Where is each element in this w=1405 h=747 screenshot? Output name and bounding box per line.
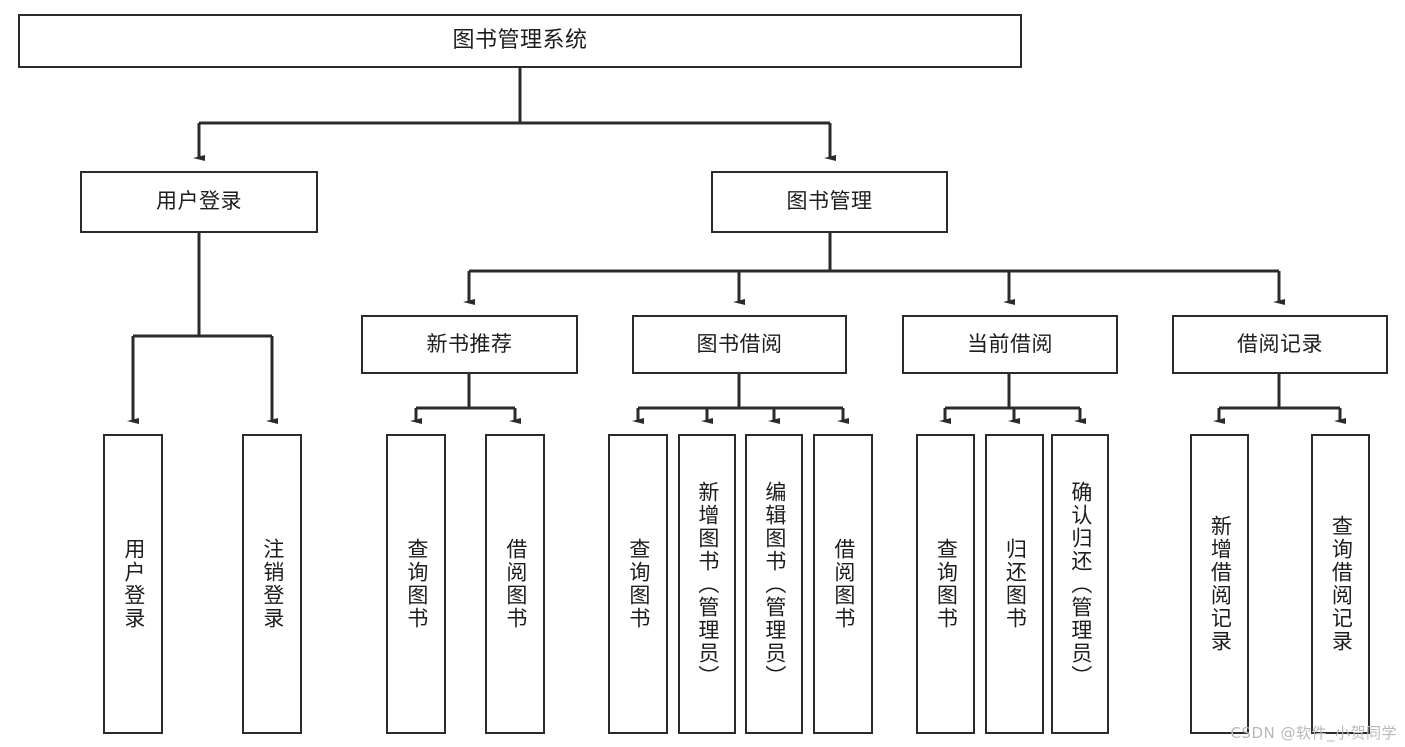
node-new-book-recommend[interactable]: 新书推荐 — [361, 315, 578, 374]
node-label: 借阅图书 — [831, 538, 856, 630]
node-leaf-query-book-recommend[interactable]: 查询图书 — [386, 434, 446, 734]
node-book-manage[interactable]: 图书管理 — [711, 171, 948, 233]
node-leaf-borrow-book-recommend[interactable]: 借阅图书 — [485, 434, 545, 734]
node-leaf-query-borrow-record[interactable]: 查询借阅记录 — [1311, 434, 1370, 734]
node-leaf-add-borrow-record[interactable]: 新增借阅记录 — [1190, 434, 1249, 734]
node-label: 确认归还（管理员） — [1068, 480, 1093, 688]
node-leaf-add-book-admin[interactable]: 新增图书（管理员） — [678, 434, 736, 734]
node-label: 图书借阅 — [696, 331, 783, 356]
node-leaf-confirm-return-admin[interactable]: 确认归还（管理员） — [1051, 434, 1109, 734]
node-label: 图书管理 — [786, 189, 873, 214]
node-book-borrow[interactable]: 图书借阅 — [632, 315, 847, 374]
node-label: 新增图书（管理员） — [695, 480, 720, 688]
node-label: 借阅记录 — [1237, 331, 1323, 356]
node-label: 编辑图书（管理员） — [762, 480, 787, 688]
node-label: 查询图书 — [404, 538, 429, 630]
node-leaf-return-book[interactable]: 归还图书 — [985, 434, 1044, 734]
node-leaf-logout[interactable]: 注销登录 — [242, 434, 302, 734]
node-label: 查询图书 — [934, 538, 959, 630]
node-label: 新书推荐 — [426, 331, 513, 356]
node-label: 查询图书 — [626, 538, 651, 630]
csdn-watermark: CSDN @软件_小贺同学 — [1230, 724, 1397, 742]
node-borrow-record[interactable]: 借阅记录 — [1172, 315, 1388, 374]
node-label: 新增借阅记录 — [1208, 515, 1233, 653]
node-leaf-edit-book-admin[interactable]: 编辑图书（管理员） — [745, 434, 803, 734]
node-label: 用户登录 — [121, 538, 146, 630]
node-label: 注销登录 — [260, 538, 285, 630]
node-leaf-query-book-borrow[interactable]: 查询图书 — [608, 434, 668, 734]
node-label: 查询借阅记录 — [1329, 515, 1354, 653]
node-label: 当前借阅 — [967, 331, 1053, 356]
node-label: 借阅图书 — [503, 538, 528, 630]
node-leaf-user-login[interactable]: 用户登录 — [103, 434, 163, 734]
node-label: 归还图书 — [1003, 538, 1028, 630]
node-label: 用户登录 — [156, 189, 242, 214]
node-book-management-system[interactable]: 图书管理系统 — [18, 14, 1022, 68]
node-current-borrow[interactable]: 当前借阅 — [902, 315, 1118, 374]
node-leaf-query-book-current[interactable]: 查询图书 — [916, 434, 975, 734]
node-user-login[interactable]: 用户登录 — [80, 171, 318, 233]
node-leaf-borrow-book[interactable]: 借阅图书 — [813, 434, 873, 734]
node-label: 图书管理系统 — [452, 27, 588, 53]
